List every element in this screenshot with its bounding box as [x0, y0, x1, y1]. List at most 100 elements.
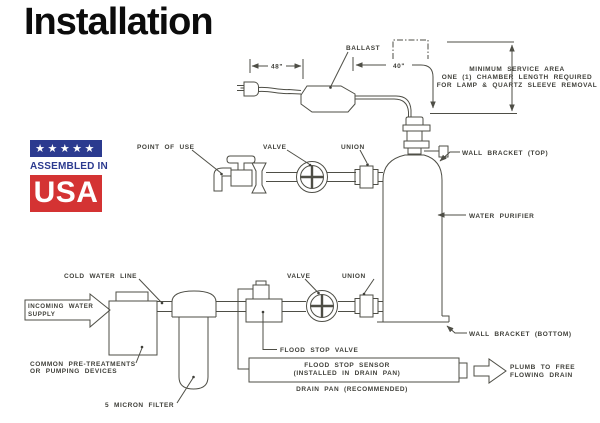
pipe-pretreat-filter: [157, 301, 172, 312]
micron-filter-dot: [192, 375, 195, 379]
faucet-spout: [213, 167, 232, 192]
incoming-supply-line1: INCOMING WATER: [28, 303, 93, 310]
purifier-cap-neck: [406, 130, 423, 142]
incoming-supply-line2: SUPPLY: [28, 311, 56, 318]
micron-filter-label: 5 MICRON FILTER: [105, 402, 174, 409]
ballast-leader-dot: [329, 86, 332, 89]
upper-union-right: [372, 169, 379, 185]
drain-pan-label: DRAIN PAN (RECOMMENDED): [296, 386, 408, 393]
pretreatment-leader: [135, 347, 143, 364]
lower-valve-cross: [311, 295, 333, 317]
point-of-use-line: POINT OF USE VALVE UNION: [137, 144, 383, 194]
sensor-wire: [237, 288, 253, 370]
wall-bracket-bottom-label: WALL BRACKET (BOTTOM): [469, 331, 572, 338]
pipe-floodstop-valve: [282, 301, 306, 312]
purifier-bottom-line: [377, 315, 450, 323]
chamber-ghost-outline: [392, 39, 429, 59]
lower-valve-label: VALVE: [287, 273, 311, 280]
dim48-ticks: [249, 59, 304, 79]
purifier-cap-collar2: [403, 140, 430, 149]
lower-union-dot: [362, 292, 366, 296]
faucet-handle: [226, 155, 256, 170]
filter-head: [171, 290, 217, 318]
water-purifier-label: WATER PURIFIER: [469, 213, 534, 220]
upper-pipe: [266, 172, 383, 182]
micron-filter-leader: [176, 377, 194, 404]
flood-stop-valve-label: FLOOD STOP VALVE: [280, 347, 358, 354]
wall-bracket-top-leader: [439, 151, 460, 162]
cold-water-line-dot: [160, 301, 164, 305]
ballast-output-cord: [355, 95, 412, 117]
upper-valve-dot: [308, 163, 312, 167]
power-cord: [258, 86, 302, 95]
upper-valve-cross: [301, 166, 323, 188]
faucet-flange: [251, 162, 267, 194]
lower-valve-outer: [306, 290, 338, 322]
pretreatment-top: [115, 291, 149, 302]
upper-valve-leader: [286, 149, 310, 165]
pipe-valve-union: [338, 301, 355, 312]
upper-union-leader: [359, 149, 368, 164]
lower-union-body: [359, 294, 374, 318]
flood-stop-valve-cap: [255, 280, 267, 286]
pretreatment-dot: [140, 345, 144, 349]
dim40-arrow-down: [412, 64, 436, 109]
power-plug-icon: [237, 81, 259, 97]
wall-bracket-top-shape: [424, 145, 449, 158]
flood-stop-valve-leader: [262, 313, 277, 350]
cold-water-line-leader: [138, 278, 162, 303]
supply-line: INCOMING WATER SUPPLY COMMON PRE-TREATME…: [24, 273, 383, 409]
service-area-line3: FOR LAMP & QUARTZ SLEEVE REMOVAL: [437, 82, 598, 89]
usa-label: USA: [30, 175, 102, 212]
power-cord-assembly: [237, 81, 412, 117]
sensor-outlet-tab: [458, 362, 468, 379]
purifier-cap-top: [405, 116, 424, 125]
lower-valve-leader: [304, 278, 318, 293]
assembled-in-label: ASSEMBLED IN: [30, 161, 108, 172]
upper-union-dot: [366, 163, 369, 166]
stars-bar: ★★★★★: [30, 140, 102, 157]
drain-pan-assembly: FLOOD STOP SENSOR (INSTALLED IN DRAIN PA…: [248, 357, 575, 393]
sensor-label1: FLOOD STOP SENSOR: [304, 362, 390, 369]
lower-union-left: [354, 298, 361, 314]
pipe-filter-floodstop: [216, 301, 246, 312]
wall-bracket-bottom-leader: [446, 325, 467, 334]
upper-union-body: [359, 165, 374, 189]
flood-stop-valve-body: [245, 298, 283, 323]
incoming-supply-arrow: [24, 292, 111, 329]
assembled-in-usa-badge: ★★★★★ ASSEMBLED IN USA: [30, 140, 108, 212]
purifier-cap-collar1: [402, 124, 431, 132]
upper-valve-inner: [300, 165, 324, 189]
purifier-body: [382, 154, 443, 322]
point-of-use-label: POINT OF USE: [137, 144, 195, 151]
point-of-use-dot: [220, 172, 223, 176]
plumb-label2: FLOWING DRAIN: [510, 372, 573, 379]
lower-union-leader: [364, 278, 375, 294]
dimension-48: 48": [249, 59, 304, 79]
upper-valve-label: VALVE: [263, 144, 287, 151]
service-area-line1: MINIMUM SERVICE AREA: [469, 66, 564, 73]
lower-union-right: [372, 298, 379, 314]
upper-union-left: [354, 169, 361, 185]
plumb-arrow-icon: [473, 358, 507, 384]
wall-bracket-top-callout: WALL BRACKET (TOP): [439, 150, 548, 162]
plumb-label1: PLUMB TO FREE: [510, 364, 575, 371]
cold-water-line-label: COLD WATER LINE: [64, 273, 137, 280]
flood-stop-valve-actuator: [252, 284, 270, 300]
pipe-union-purifier: [378, 301, 383, 312]
dim48-label: 48": [271, 64, 283, 71]
wall-bracket-top-label: WALL BRACKET (TOP): [462, 150, 548, 157]
water-purifier-vessel: [377, 116, 450, 323]
faucet-body: [230, 169, 253, 187]
lower-union-label: UNION: [342, 273, 366, 280]
flood-stop-valve-dot: [261, 310, 265, 314]
lower-valve-dot: [317, 291, 320, 295]
page-title: Installation: [24, 1, 214, 43]
service-area-line2: ONE (1) CHAMBER LENGTH REQUIRED: [442, 74, 593, 81]
ballast-callout: BALLAST: [329, 45, 380, 89]
sensor-label2: (INSTALLED IN DRAIN PAN): [294, 370, 401, 377]
pretreatment-label2: OR PUMPING DEVICES: [30, 368, 117, 375]
lower-valve-inner: [310, 294, 334, 318]
